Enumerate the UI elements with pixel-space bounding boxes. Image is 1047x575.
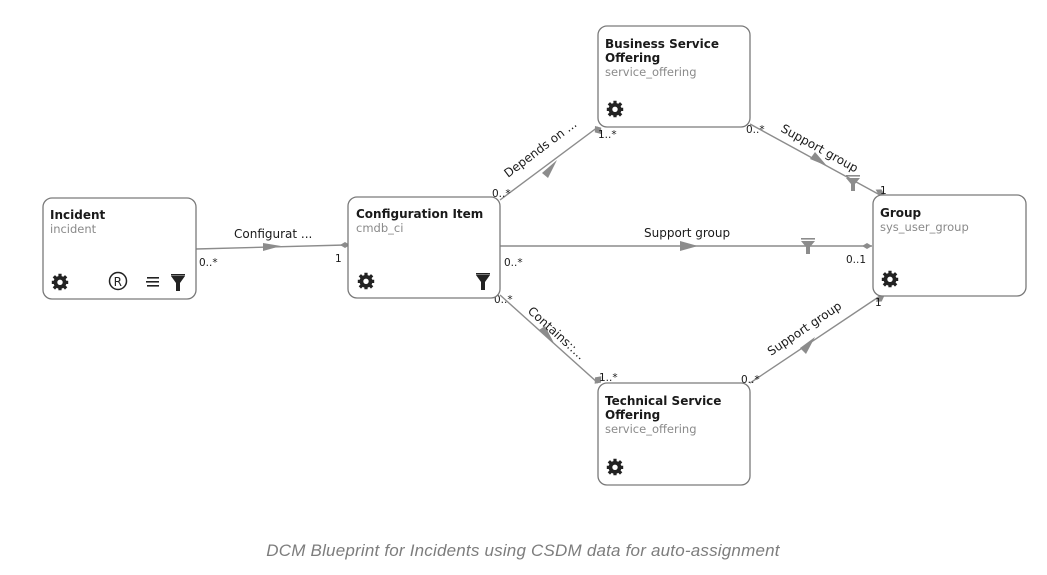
node-table-name: service_offering <box>605 65 697 79</box>
edge-label: Configurat ... <box>234 227 312 241</box>
edge-source-cardinality: 0..* <box>494 294 513 306</box>
edge-diamond <box>594 376 602 384</box>
edge-target-cardinality: 1..* <box>598 129 617 141</box>
edge-source-cardinality: 0..* <box>492 188 511 200</box>
edge-arrow <box>263 243 281 251</box>
node-title: Incident <box>50 208 106 222</box>
edge-label: Depends on ... <box>501 117 579 181</box>
gear-icon[interactable] <box>881 270 899 288</box>
edge-diamond <box>875 296 885 302</box>
gear-icon[interactable] <box>606 458 624 476</box>
node-configuration-item[interactable]: Configuration Item cmdb_ci <box>347 196 501 299</box>
registered-icon[interactable]: R <box>108 271 128 291</box>
edge-source-cardinality: 0..* <box>199 257 218 269</box>
edge-label: Support group <box>779 121 861 175</box>
node-incident[interactable]: Incident incident R <box>42 197 197 300</box>
edge-label: Support group <box>644 226 730 240</box>
gear-icon[interactable] <box>51 273 69 291</box>
edge-arrow <box>810 152 827 166</box>
node-table-name: sys_user_group <box>880 220 969 234</box>
edge-target-cardinality: 1..* <box>599 372 618 384</box>
edge-incident-ci[interactable]: Configurat ... 0..* 1 <box>195 227 350 269</box>
list-icon[interactable] <box>145 276 159 287</box>
gear-icon[interactable] <box>357 272 375 290</box>
edge-tso-group[interactable]: Support group 0..* 1 <box>741 294 886 386</box>
edge-diamond <box>862 243 872 249</box>
edge-arrow <box>680 241 698 251</box>
node-title: Configuration Item <box>356 207 483 221</box>
edge-source-cardinality: 0..* <box>741 374 760 386</box>
edge-diamond <box>875 189 885 195</box>
node-table-name: service_offering <box>605 422 697 436</box>
edge-target-cardinality: 1 <box>335 253 342 265</box>
edge-bso-group[interactable]: Support group 0..* 1 <box>746 121 887 197</box>
edge-source-cardinality: 0..* <box>746 124 765 136</box>
edge-target-cardinality: 1 <box>875 297 882 309</box>
edge-arrow <box>539 326 555 345</box>
svg-text:R: R <box>114 275 122 289</box>
node-title-line2: Offering <box>605 408 660 422</box>
node-title: Business Service <box>605 37 719 51</box>
edge-arrow <box>542 160 557 178</box>
node-business-service-offering[interactable]: Business Service Offering service_offeri… <box>597 25 751 128</box>
edge-arrow <box>800 337 815 354</box>
node-title-line2: Offering <box>605 51 660 65</box>
node-technical-service-offering[interactable]: Technical Service Offering service_offer… <box>597 382 751 486</box>
node-table-name: incident <box>50 222 97 236</box>
gear-icon[interactable] <box>606 100 624 118</box>
node-group[interactable]: Group sys_user_group <box>872 194 1027 297</box>
edge-ci-group[interactable]: Support group 0..* 0..1 <box>500 226 872 269</box>
edge-ci-tso[interactable]: Contains::... 0..* 1..* <box>494 294 618 386</box>
edge-target-cardinality: 0..1 <box>846 254 866 266</box>
node-title: Group <box>880 206 922 220</box>
figure-caption: DCM Blueprint for Incidents using CSDM d… <box>266 541 780 560</box>
edge-label: Contains::... <box>525 304 588 363</box>
edge-ci-bso[interactable]: Depends on ... 0..* 1..* <box>492 117 617 201</box>
node-table-name: cmdb_ci <box>356 221 403 235</box>
node-title: Technical Service <box>605 394 721 408</box>
edge-source-cardinality: 0..* <box>504 257 523 269</box>
edge-diamond <box>594 126 602 134</box>
edge-target-cardinality: 1 <box>880 185 887 197</box>
